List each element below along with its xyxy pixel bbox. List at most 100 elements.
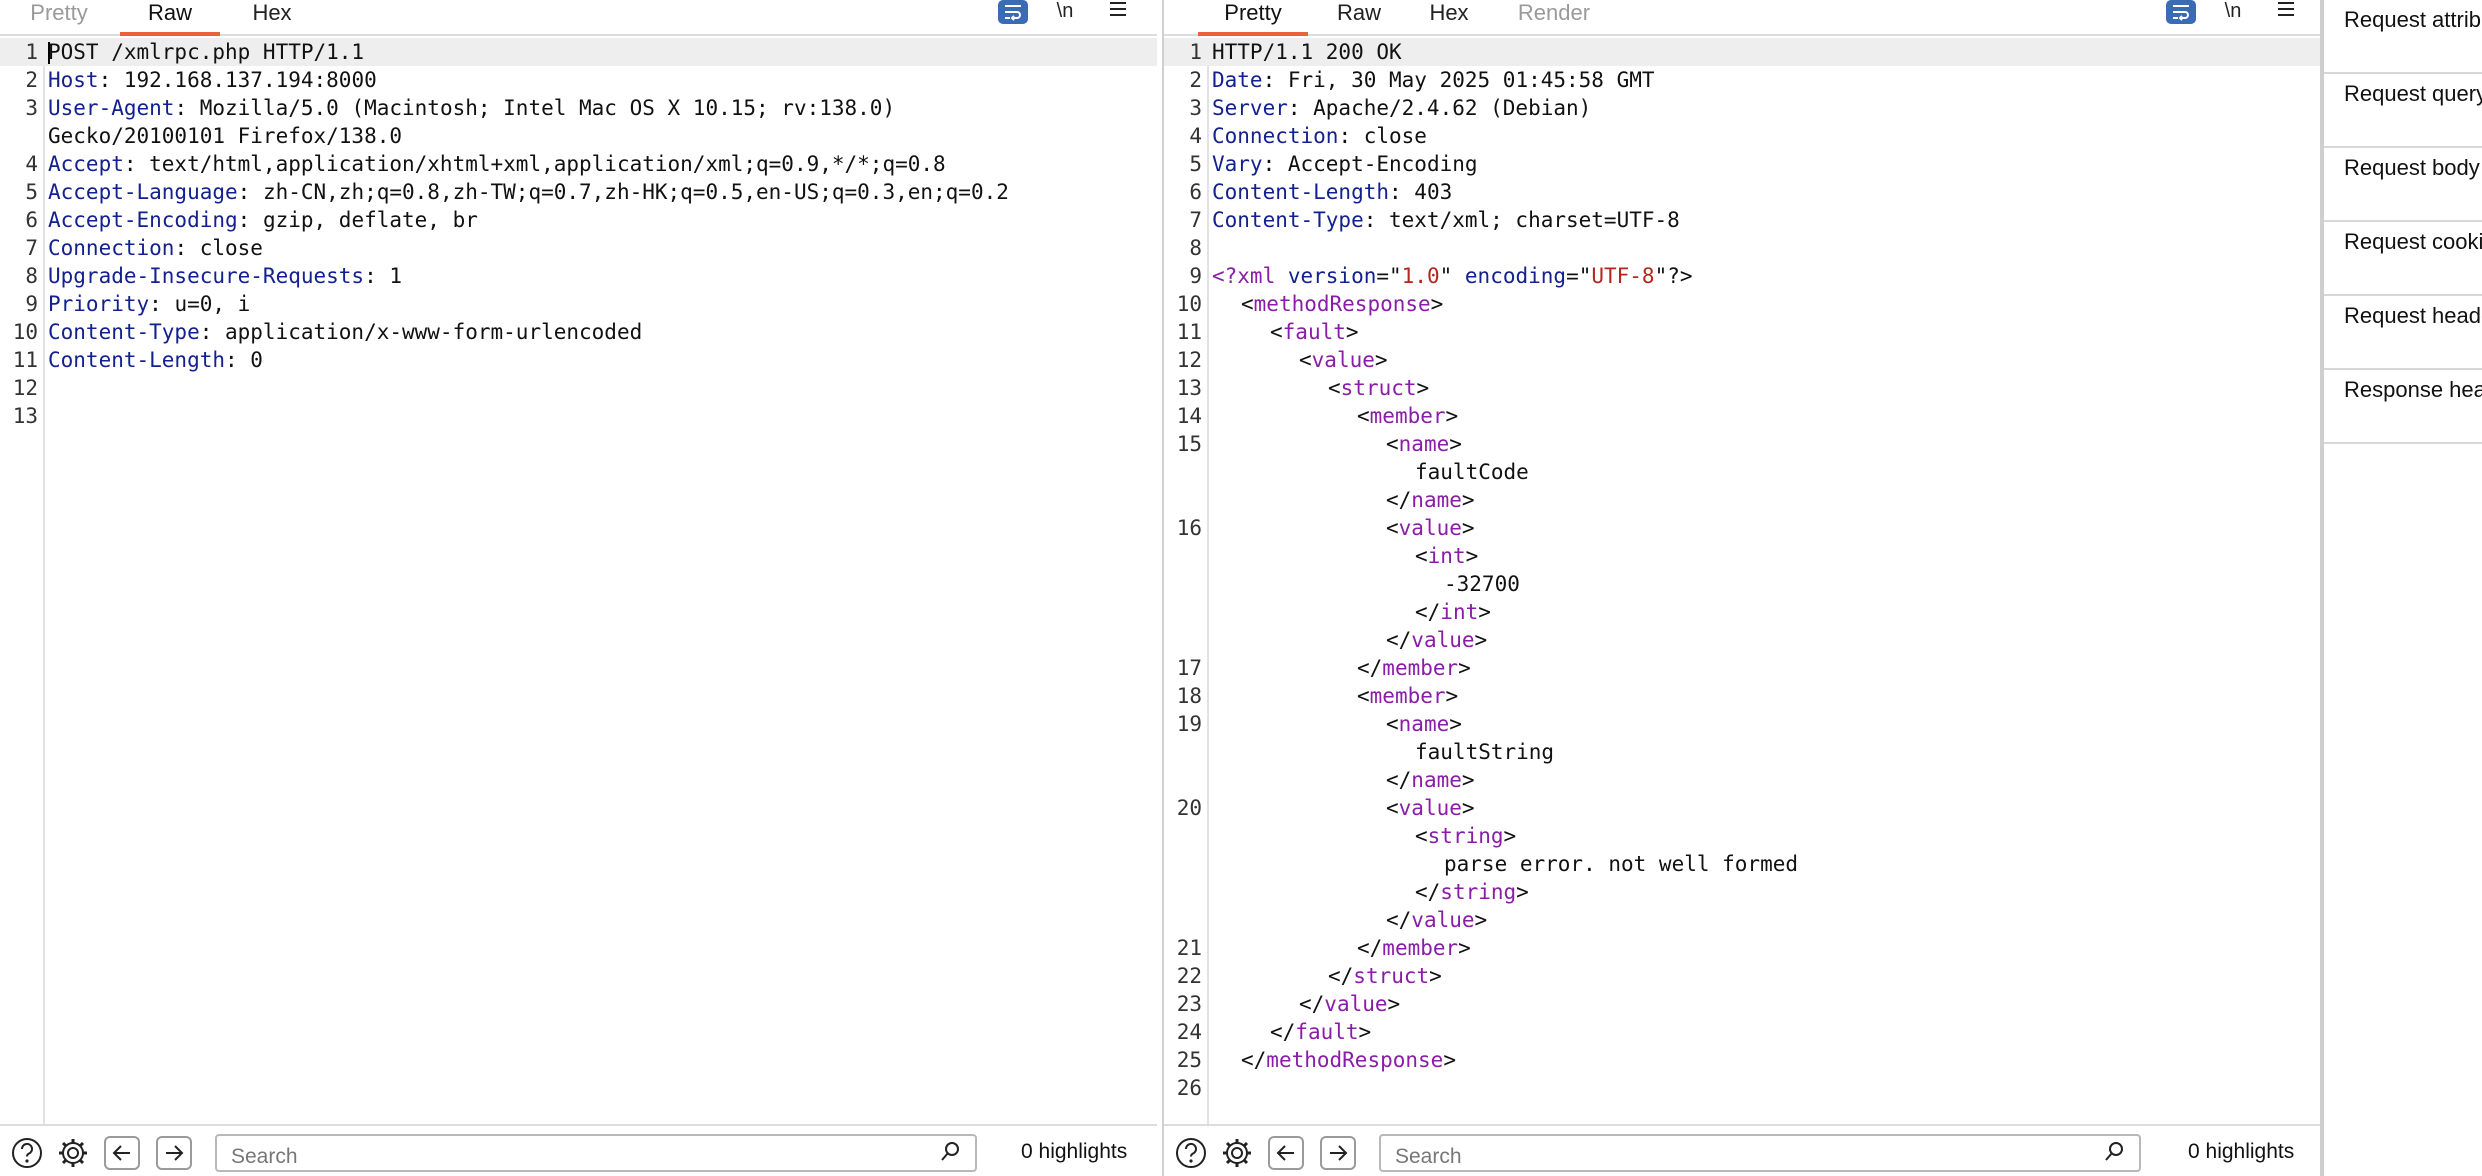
header-value: : gzip, deflate, br bbox=[237, 208, 478, 232]
line-number: 2 bbox=[1189, 68, 1202, 92]
xml-bracket: </ bbox=[1386, 488, 1412, 512]
response-line-text: <methodResponse> bbox=[1241, 290, 1443, 318]
response-line: 16<value> bbox=[1164, 514, 2320, 542]
response-line-text: Content-Type: text/xml; charset=UTF-8 bbox=[1212, 206, 1680, 234]
line-number: 12 bbox=[12, 376, 38, 400]
response-line: -32700 bbox=[1164, 570, 2320, 598]
xml-bracket: </ bbox=[1386, 908, 1412, 932]
response-show-newlines-button[interactable]: \n bbox=[2224, 0, 2242, 22]
header-value: : 0 bbox=[225, 348, 263, 372]
response-line: 18<member> bbox=[1164, 682, 2320, 710]
response-line-text: <struct> bbox=[1328, 374, 1429, 402]
response-wrap-lines-button[interactable] bbox=[2166, 0, 2196, 24]
line-number: 16 bbox=[1176, 516, 1202, 540]
line-number: 5 bbox=[25, 180, 38, 204]
wrap-lines-button[interactable] bbox=[998, 0, 1028, 24]
xml-bracket: > bbox=[1458, 936, 1471, 960]
response-line-text: <value> bbox=[1386, 794, 1475, 822]
response-line-text: Connection: close bbox=[1212, 122, 1427, 150]
response-line: <int> bbox=[1164, 542, 2320, 570]
xml-bracket: < bbox=[1357, 404, 1370, 428]
xml-bracket: < bbox=[1357, 684, 1370, 708]
response-line-text: </name> bbox=[1386, 486, 1475, 514]
line-number: 6 bbox=[25, 208, 38, 232]
xml-bracket: > bbox=[1461, 796, 1475, 820]
xml-tag-name: int bbox=[1440, 600, 1479, 624]
response-footer: 0 highlights bbox=[1164, 1124, 2320, 1176]
response-menu-icon[interactable] bbox=[2272, 0, 2300, 24]
response-line-text: <name> bbox=[1386, 710, 1462, 738]
xml-bracket: > bbox=[1429, 964, 1442, 988]
response-line: </value> bbox=[1164, 626, 2320, 654]
header-key: Content-Type bbox=[48, 320, 200, 344]
help-icon[interactable] bbox=[10, 1136, 44, 1170]
response-previous-match-button[interactable] bbox=[1268, 1136, 1304, 1170]
line-number: 9 bbox=[25, 292, 38, 316]
xml-tag-name: name bbox=[1398, 432, 1450, 456]
line-number: 11 bbox=[1176, 320, 1202, 344]
xml-bracket: > bbox=[1445, 684, 1459, 708]
inspector-request-body-parameters[interactable]: Request body parameters bbox=[2324, 148, 2482, 222]
response-line-text: Content-Length: 403 bbox=[1212, 178, 1452, 206]
response-tab-pretty[interactable]: Pretty bbox=[1198, 0, 1308, 36]
inspector-request-query-parameters[interactable]: Request query parameters bbox=[2324, 74, 2482, 148]
show-newlines-button[interactable]: \n bbox=[1056, 0, 1074, 22]
xml-punct: =" bbox=[1566, 264, 1592, 288]
response-line-text: Date: Fri, 30 May 2025 01:45:58 GMT bbox=[1212, 66, 1655, 94]
response-line-text: Vary: Accept-Encoding bbox=[1212, 150, 1478, 178]
menu-icon[interactable] bbox=[1104, 0, 1132, 24]
line-number: 15 bbox=[1176, 432, 1202, 456]
response-settings-gear-icon[interactable] bbox=[1220, 1136, 1254, 1170]
header-value: : Mozilla/5.0 (Macintosh; Intel Mac OS X… bbox=[174, 96, 896, 120]
xml-tag-name: value bbox=[1398, 516, 1462, 540]
response-line-text: HTTP/1.1 200 OK bbox=[1212, 38, 1402, 66]
next-match-button[interactable] bbox=[156, 1136, 192, 1170]
response-help-icon[interactable] bbox=[1174, 1136, 1208, 1170]
header-value: : close bbox=[1338, 124, 1427, 148]
line-number: 3 bbox=[25, 96, 38, 120]
response-gutter bbox=[1164, 38, 1209, 1126]
request-line-text: POST /xmlrpc.php HTTP/1.1 bbox=[48, 38, 364, 66]
text-cursor bbox=[48, 42, 50, 64]
xml-bracket: </ bbox=[1357, 936, 1383, 960]
xml-tag-name: member bbox=[1369, 684, 1446, 708]
request-line-text: Upgrade-Insecure-Requests: 1 bbox=[48, 262, 402, 290]
xml-attribute-value: UTF-8 bbox=[1591, 264, 1655, 288]
response-tab-hex[interactable]: Hex bbox=[1429, 0, 1469, 25]
header-value: : 1 bbox=[364, 264, 403, 288]
response-line-text: </member> bbox=[1357, 654, 1471, 682]
inspector-request-attributes[interactable]: Request attributes bbox=[2324, 0, 2482, 74]
request-tab-raw[interactable]: Raw bbox=[120, 0, 220, 36]
request-tab-hex[interactable]: Hex bbox=[252, 0, 292, 25]
xml-bracket: > bbox=[1516, 880, 1529, 904]
header-key: Connection bbox=[48, 236, 175, 260]
header-key: Connection bbox=[1212, 124, 1339, 148]
inspector-response-headers[interactable]: Response headers bbox=[2324, 370, 2482, 444]
line-number: 4 bbox=[25, 152, 38, 176]
line-number: 5 bbox=[1189, 152, 1202, 176]
request-search-input[interactable] bbox=[215, 1134, 977, 1172]
response-line-text: </member> bbox=[1357, 934, 1471, 962]
settings-gear-icon[interactable] bbox=[56, 1136, 90, 1170]
xml-bracket: </ bbox=[1357, 656, 1383, 680]
previous-match-button[interactable] bbox=[104, 1136, 140, 1170]
inspector-request-headers[interactable]: Request headers bbox=[2324, 296, 2482, 370]
response-tab-render[interactable]: Render bbox=[1517, 0, 1591, 25]
response-line: faultCode bbox=[1164, 458, 2320, 486]
response-tab-raw[interactable]: Raw bbox=[1336, 0, 1381, 25]
header-key: Host bbox=[48, 68, 99, 92]
xml-tag-name: member bbox=[1382, 656, 1459, 680]
inspector-request-cookies[interactable]: Request cookies bbox=[2324, 222, 2482, 296]
response-search-input[interactable] bbox=[1379, 1134, 2141, 1172]
xml-bracket: > bbox=[1461, 516, 1475, 540]
xml-bracket: < bbox=[1299, 348, 1312, 372]
response-next-match-button[interactable] bbox=[1320, 1136, 1356, 1170]
xml-bracket: > bbox=[1445, 404, 1459, 428]
line-number: 9 bbox=[1189, 264, 1202, 288]
request-tab-pretty[interactable]: Pretty bbox=[30, 0, 88, 25]
